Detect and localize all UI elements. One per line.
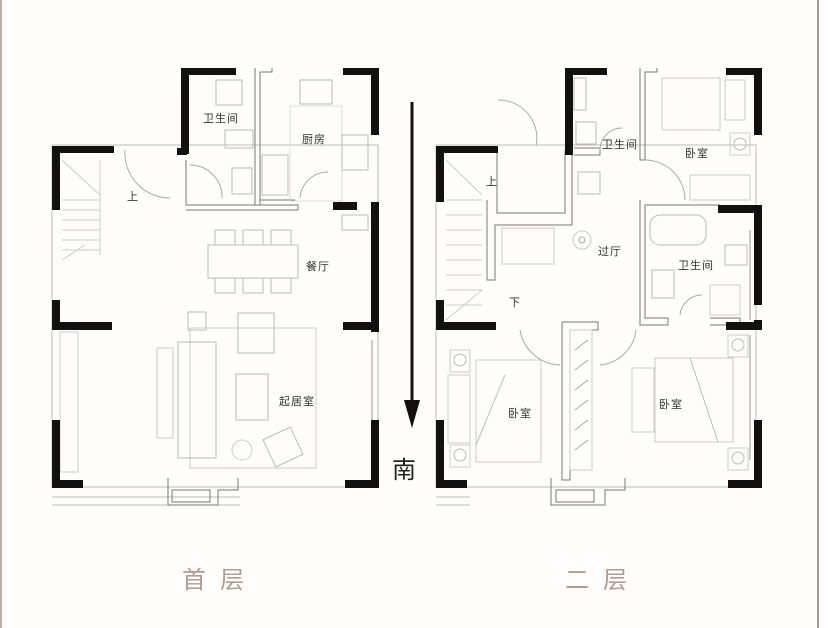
first-floor-walls	[52, 68, 379, 488]
room-label-bedroom-2f-left: 卧室	[508, 407, 532, 420]
room-label-bathroom-1f: 卫生间	[203, 112, 239, 125]
room-label-dining: 餐厅	[306, 260, 330, 273]
floor-title-first: 首层	[182, 566, 258, 594]
stair-up-label-1f: 上	[127, 190, 139, 203]
compass-south-label: 南	[392, 456, 416, 484]
stair-down-label-2f: 下	[509, 296, 521, 309]
room-label-living-room: 起居室	[279, 395, 315, 408]
frame-border-left	[0, 0, 2, 628]
room-label-bathroom-2f-mid: 卫生间	[678, 259, 714, 272]
stair-up-label-2f: 上	[486, 175, 498, 188]
floor-title-second: 二层	[565, 566, 641, 594]
room-label-bedroom-2f-right: 卧室	[659, 398, 683, 411]
arrow-down-icon	[404, 102, 420, 428]
room-label-bathroom-2f-top: 卫生间	[602, 138, 638, 151]
first-floor-plan	[51, 68, 379, 506]
room-label-bedroom-2f-top: 卧室	[685, 147, 709, 160]
room-label-hallway: 过厅	[598, 245, 622, 258]
frame-border-right	[817, 0, 819, 628]
second-floor-walls	[436, 68, 762, 488]
room-label-kitchen: 厨房	[302, 133, 326, 146]
second-floor-plan	[435, 68, 757, 506]
